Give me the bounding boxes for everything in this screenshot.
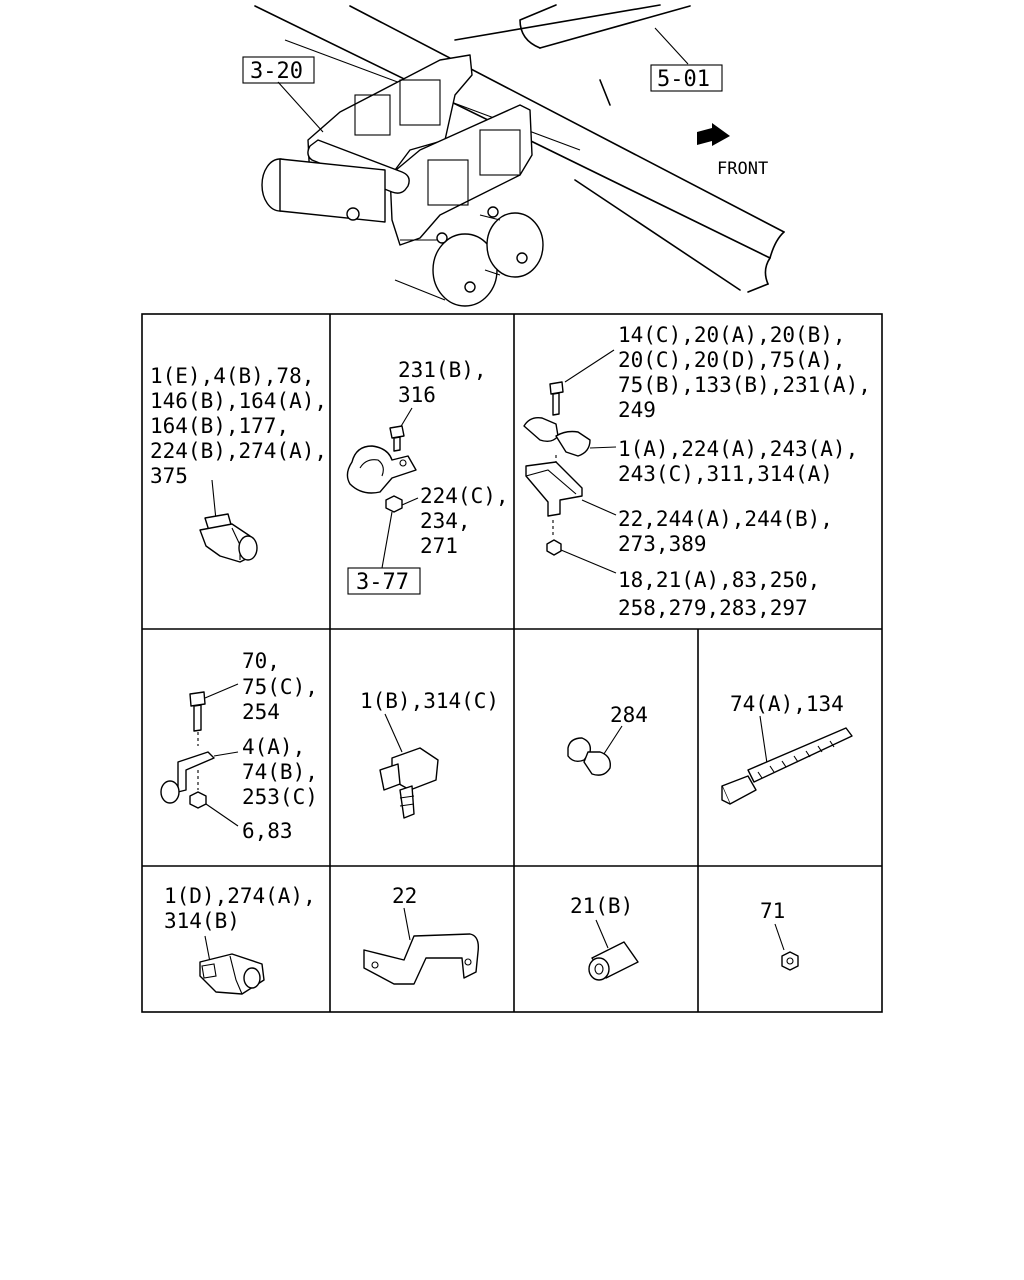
cell-r3c3: 21(B) [570, 894, 639, 981]
cell-r1c1-line-2: 146(B),164(A), [150, 389, 327, 413]
cell-r2c1-g2-1: 4(A), [242, 735, 305, 759]
ref-label-5-01: 5-01 [657, 67, 710, 92]
cell-r1c1-line-4: 224(B),274(A), [150, 439, 327, 463]
cell-r2c3-label: 284 [610, 703, 648, 727]
cell-r2c2: 1(B),314(C) [360, 689, 499, 819]
bolt-icon-r1c3 [549, 381, 564, 416]
clip-d-icon [199, 953, 265, 995]
cell-r1c2-side-3: 271 [420, 534, 458, 558]
cell-r2c4: 74(A),134 [721, 692, 853, 805]
ref-label-3-77: 3-77 [356, 570, 409, 595]
ref-box-3-20 [242, 56, 315, 84]
bolt-icon-r2c1 [189, 691, 206, 732]
cell-r3c3-label: 21(B) [570, 894, 633, 918]
clip-icon [199, 513, 258, 563]
ref-box-3-77 [347, 567, 421, 595]
hose-clip-icon [567, 737, 611, 776]
cell-r1c3-g4-2: 258,279,283,297 [618, 596, 808, 620]
bracket-icon-r2c1 [160, 751, 215, 804]
cell-r2c2-label: 1(B),314(C) [360, 689, 499, 713]
cell-r1c2-side-2: 234, [420, 509, 471, 533]
clip-fastener-icon [379, 747, 439, 819]
cell-r1c2-top-1: 231(B), [398, 358, 487, 382]
cell-r1c3-g3-1: 22,244(A),244(B), [618, 507, 833, 531]
bracket-icon [525, 461, 583, 517]
cell-r1c1-line-5: 375 [150, 464, 188, 488]
cell-r2c1-g3-1: 6,83 [242, 819, 293, 843]
cell-r2c1-g2-3: 253(C) [242, 785, 318, 809]
cell-r1c1: 1(E),4(B),78, 146(B),164(A), 164(B),177,… [150, 364, 327, 563]
cell-r1c1-line-1: 1(E),4(B),78, [150, 364, 314, 388]
clip-pin-icon [523, 416, 591, 457]
cell-r3c2-label: 22 [392, 884, 417, 908]
cell-r1c1-line-3: 164(B),177, [150, 414, 289, 438]
cell-r2c3: 284 [567, 703, 648, 776]
cell-r2c1-g1-3: 254 [242, 700, 280, 724]
nut-71-icon [781, 951, 799, 971]
cell-r1c3-g2-2: 243(C),311,314(A) [618, 462, 833, 486]
tank-assembly-drawing [254, 4, 785, 307]
cell-r1c3-g4-1: 18,21(A),83,250, [618, 568, 820, 592]
nut-icon [385, 495, 403, 513]
cell-r2c1-g1-1: 70, [242, 649, 280, 673]
front-arrow-icon [697, 123, 730, 146]
cell-r1c2-top-2: 316 [398, 383, 436, 407]
ref-label-3-20: 3-20 [250, 59, 303, 84]
cell-r1c3-g2-1: 1(A),224(A),243(A), [618, 437, 858, 461]
cell-r1c3-g1-4: 249 [618, 398, 656, 422]
parts-grid [141, 313, 883, 1013]
clamp-icon [346, 445, 417, 494]
cell-r2c1: 70, 75(C), 254 4(A), 74(B), 253(C) 6,83 [160, 649, 318, 843]
cell-r1c3-g1-3: 75(B),133(B),231(A), [618, 373, 871, 397]
cable-tie-icon [721, 727, 853, 805]
cell-r3c1-line-2: 314(B) [164, 909, 240, 933]
cell-r1c3-g1-2: 20(C),20(D),75(A), [618, 348, 846, 372]
bolt-icon [389, 425, 405, 452]
cell-r2c1-g2-2: 74(B), [242, 760, 318, 784]
cell-r1c3-g3-2: 273,389 [618, 532, 707, 556]
ref-box-5-01 [650, 64, 723, 92]
nut-icon-r1c3 [546, 539, 562, 556]
spacer-icon [588, 941, 639, 981]
cell-r3c2: 22 [363, 884, 480, 985]
nut-icon-r2c1 [189, 791, 207, 809]
cell-r2c1-g1-2: 75(C), [242, 675, 318, 699]
cell-r1c2: 231(B), 316 224(C), 234, 271 3-77 [346, 358, 509, 595]
front-label: FRONT [717, 159, 768, 179]
cell-r1c3-g1-1: 14(C),20(A),20(B), [618, 323, 846, 347]
cell-r3c4: 71 [760, 899, 799, 971]
cell-r1c3: 14(C),20(A),20(B), 20(C),20(D),75(A), 75… [523, 323, 871, 620]
cell-r1c2-side-1: 224(C), [420, 484, 509, 508]
bracket-22-icon [363, 933, 480, 985]
cell-r3c1-line-1: 1(D),274(A), [164, 884, 316, 908]
cell-r3c4-label: 71 [760, 899, 785, 923]
cell-r3c1: 1(D),274(A), 314(B) [164, 884, 316, 995]
cell-r2c4-label: 74(A),134 [730, 692, 844, 716]
